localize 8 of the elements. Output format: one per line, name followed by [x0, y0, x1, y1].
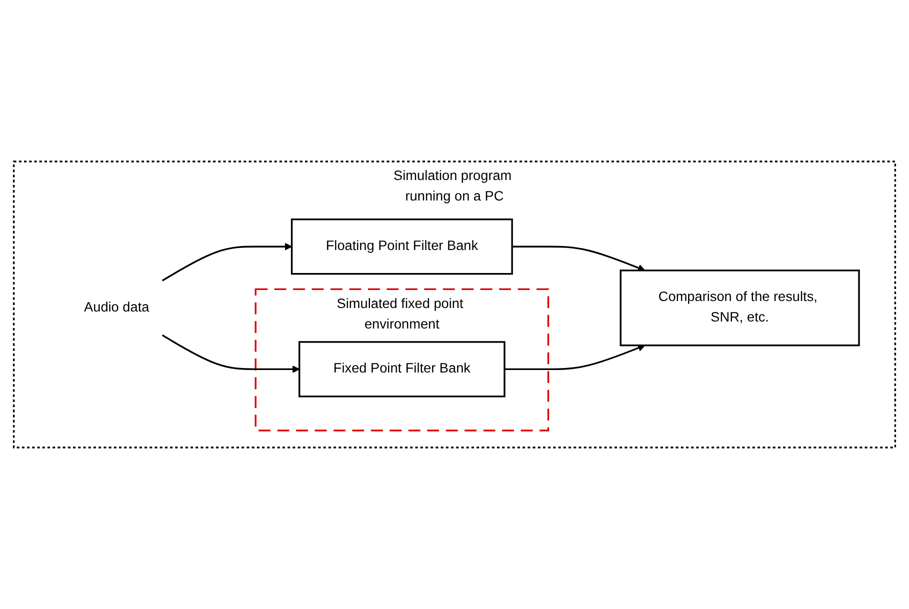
arrow: [504, 344, 646, 370]
node-box: Fixed Point Filter Bank: [298, 341, 506, 398]
arrow: [512, 246, 646, 272]
node-text: Audio data: [84, 300, 150, 315]
arrow: [162, 334, 300, 373]
node-box: Comparison of the results, SNR, etc.: [620, 270, 860, 346]
node-box: Floating Point Filter Bank: [290, 218, 513, 275]
arrow: [162, 242, 292, 282]
